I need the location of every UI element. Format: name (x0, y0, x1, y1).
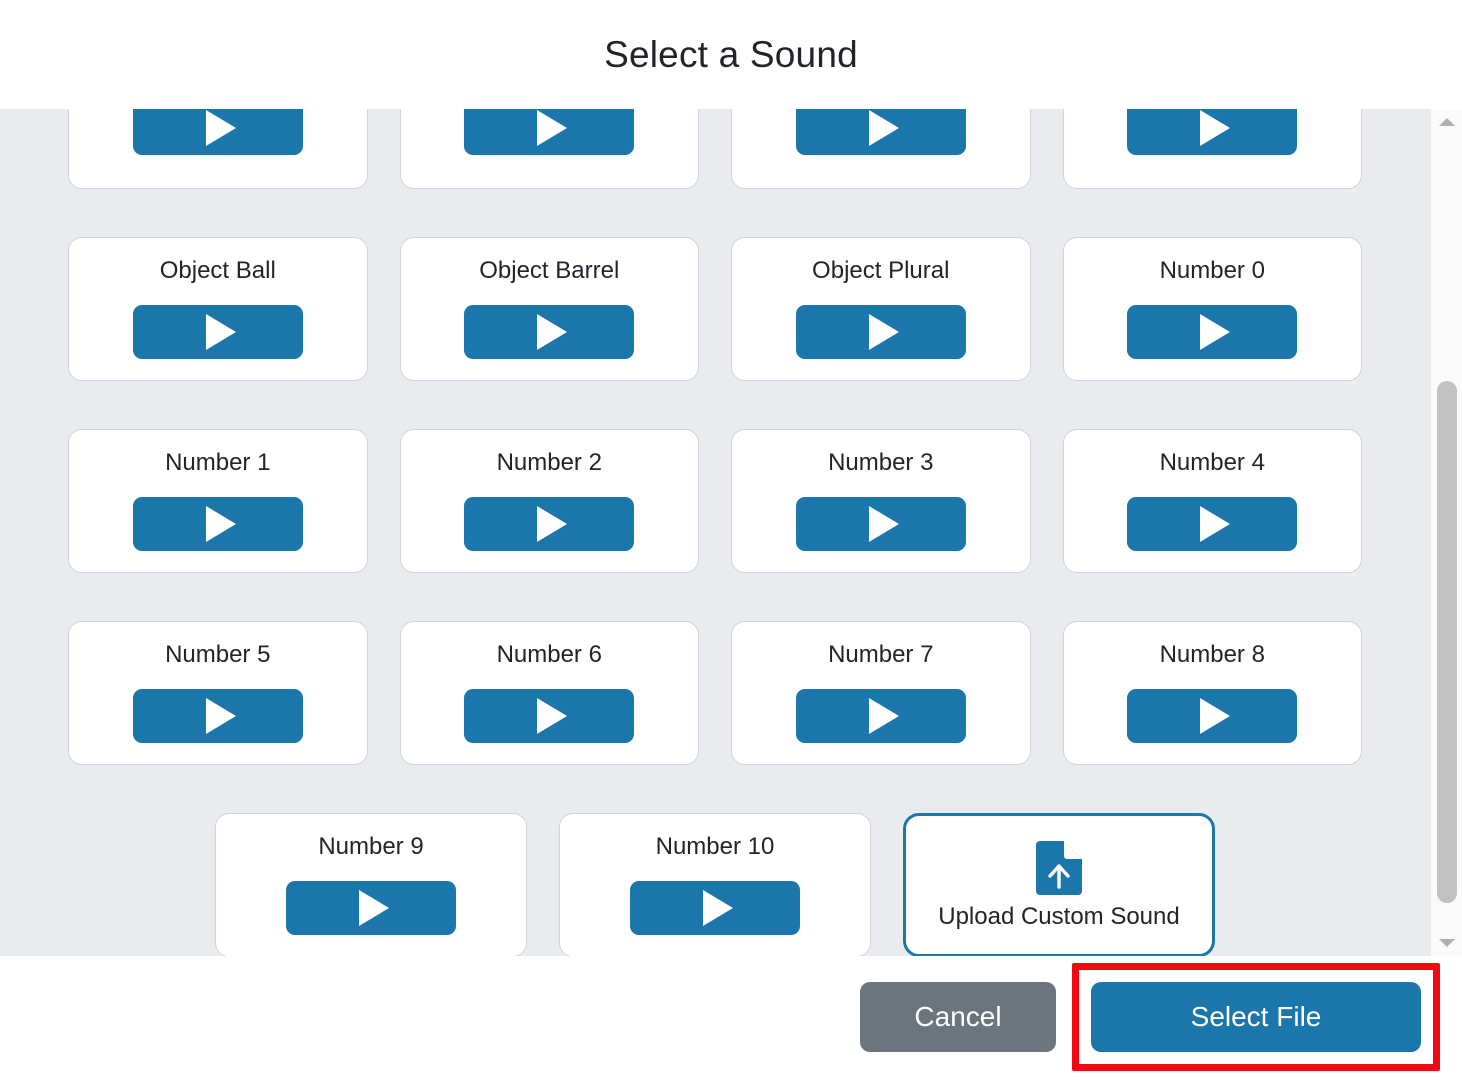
sound-card-label: Object Ball (159, 257, 276, 284)
sound-card[interactable]: Number 6 (399, 621, 699, 765)
play-icon (205, 110, 236, 146)
play-button[interactable] (464, 305, 635, 359)
play-button[interactable] (795, 689, 966, 743)
play-button[interactable] (464, 109, 635, 155)
play-icon (703, 890, 733, 926)
sound-card-label: Number 4 (1159, 449, 1265, 476)
play-icon (537, 506, 568, 542)
sound-grid-row (0, 109, 1430, 213)
play-button[interactable] (1127, 497, 1298, 551)
sound-card[interactable]: Object Ball (68, 237, 368, 381)
play-button[interactable] (132, 689, 303, 743)
dialog-header: Select a Sound (0, 0, 1462, 109)
sound-card-label: Number 8 (1159, 641, 1265, 668)
play-icon (205, 698, 236, 734)
scrollbar-thumb[interactable] (1437, 381, 1457, 903)
play-icon (537, 698, 568, 734)
sound-card[interactable] (68, 109, 368, 189)
sound-grid-row: Number 1 Number 2 Number 3 Number 4 (0, 405, 1430, 597)
play-icon (359, 890, 389, 926)
scroll-down-arrow-icon[interactable] (1431, 930, 1462, 956)
play-icon (868, 314, 899, 350)
play-button[interactable] (1127, 689, 1298, 743)
sound-card[interactable]: Number 5 (68, 621, 368, 765)
play-icon (205, 314, 236, 350)
sound-card[interactable]: Number 7 (731, 621, 1031, 765)
sound-card-label: Number 3 (828, 449, 934, 476)
play-button[interactable] (630, 881, 800, 935)
play-button[interactable] (464, 497, 635, 551)
sound-card[interactable] (731, 109, 1031, 189)
sound-card[interactable]: Number 10 (559, 813, 871, 956)
sound-card[interactable]: Number 8 (1062, 621, 1362, 765)
sound-card[interactable] (399, 109, 699, 189)
play-icon (537, 110, 568, 146)
vertical-scrollbar[interactable] (1430, 109, 1462, 956)
select-file-button[interactable]: Select File (1091, 982, 1421, 1052)
sound-card-label: Object Barrel (479, 257, 620, 284)
sound-card-label: Number 7 (828, 641, 934, 668)
play-button[interactable] (1127, 305, 1298, 359)
sound-card[interactable]: Number 0 (1062, 237, 1362, 381)
scroll-up-arrow-icon[interactable] (1431, 109, 1462, 135)
play-icon (1200, 110, 1231, 146)
sound-card-label: Number 1 (165, 449, 271, 476)
play-button[interactable] (132, 109, 303, 155)
play-icon (1200, 506, 1231, 542)
play-button[interactable] (795, 109, 966, 155)
play-icon (868, 110, 899, 146)
sound-card-label: Number 10 (655, 833, 775, 860)
play-button[interactable] (132, 305, 303, 359)
dialog-footer: Cancel Select File (0, 956, 1462, 1090)
play-icon (1200, 314, 1231, 350)
sound-grid-row-last: Number 9 Number 10 Upload Custom Sound (0, 789, 1430, 956)
play-button[interactable] (464, 689, 635, 743)
play-icon (868, 506, 899, 542)
upload-custom-sound-label: Upload Custom Sound (938, 903, 1180, 930)
sound-card-label: Number 0 (1159, 257, 1265, 284)
sound-card[interactable]: Number 2 (399, 429, 699, 573)
file-upload-icon (1036, 841, 1082, 895)
play-icon (537, 314, 568, 350)
page-title: Select a Sound (604, 34, 858, 75)
sound-card[interactable] (1062, 109, 1362, 189)
sound-card[interactable]: Number 1 (68, 429, 368, 573)
sound-card[interactable]: Object Barrel (399, 237, 699, 381)
play-button[interactable] (132, 497, 303, 551)
play-icon (205, 506, 236, 542)
sound-card-label: Number 9 (318, 833, 424, 860)
sound-card-label: Number 2 (496, 449, 602, 476)
play-button[interactable] (286, 881, 456, 935)
sound-card[interactable]: Object Plural (731, 237, 1031, 381)
sound-card[interactable]: Number 3 (731, 429, 1031, 573)
play-icon (1200, 698, 1231, 734)
sound-card-label: Object Plural (812, 257, 950, 284)
sound-card[interactable]: Number 9 (215, 813, 527, 956)
sound-card-label: Number 5 (165, 641, 271, 668)
upload-custom-sound-card[interactable]: Upload Custom Sound (903, 813, 1215, 956)
sound-card-label: Number 6 (496, 641, 602, 668)
play-button[interactable] (795, 305, 966, 359)
play-icon (868, 698, 899, 734)
sound-grid-row: Number 5 Number 6 Number 7 Number 8 (0, 597, 1430, 789)
sound-grid-row: Object Ball Object Barrel Object Plural Num… (0, 213, 1430, 405)
select-file-highlight-box: Select File (1072, 963, 1440, 1071)
play-button[interactable] (795, 497, 966, 551)
play-button[interactable] (1127, 109, 1298, 155)
sound-card[interactable]: Number 4 (1062, 429, 1362, 573)
cancel-button[interactable]: Cancel (860, 982, 1056, 1052)
